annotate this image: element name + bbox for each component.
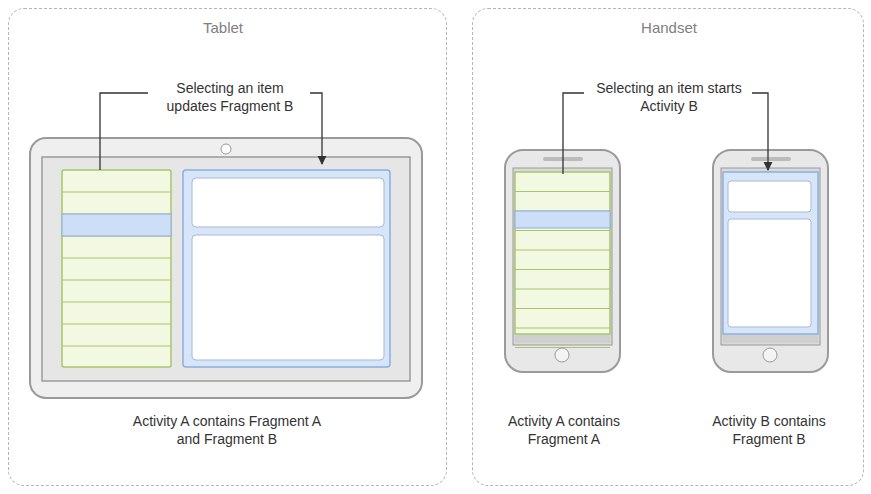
device-panel: HandsetSelecting an item starts Activity… (472, 8, 864, 486)
caption-text: Activity B contains Fragment B (694, 412, 844, 448)
panel-title: Handset (599, 19, 739, 37)
handset-device (713, 150, 828, 372)
callout-text: Selecting an item starts Activity B (593, 79, 745, 115)
handset-device (505, 150, 620, 372)
caption-text: Activity A contains Fragment A (489, 412, 639, 448)
caption-text: Activity A contains Fragment A and Fragm… (132, 412, 322, 448)
callout-text: Selecting an item updates Fragment B (154, 79, 306, 115)
panel-title: Tablet (153, 19, 293, 37)
tablet-device (30, 138, 422, 398)
device-panel: TabletSelecting an item updates Fragment… (8, 8, 447, 486)
